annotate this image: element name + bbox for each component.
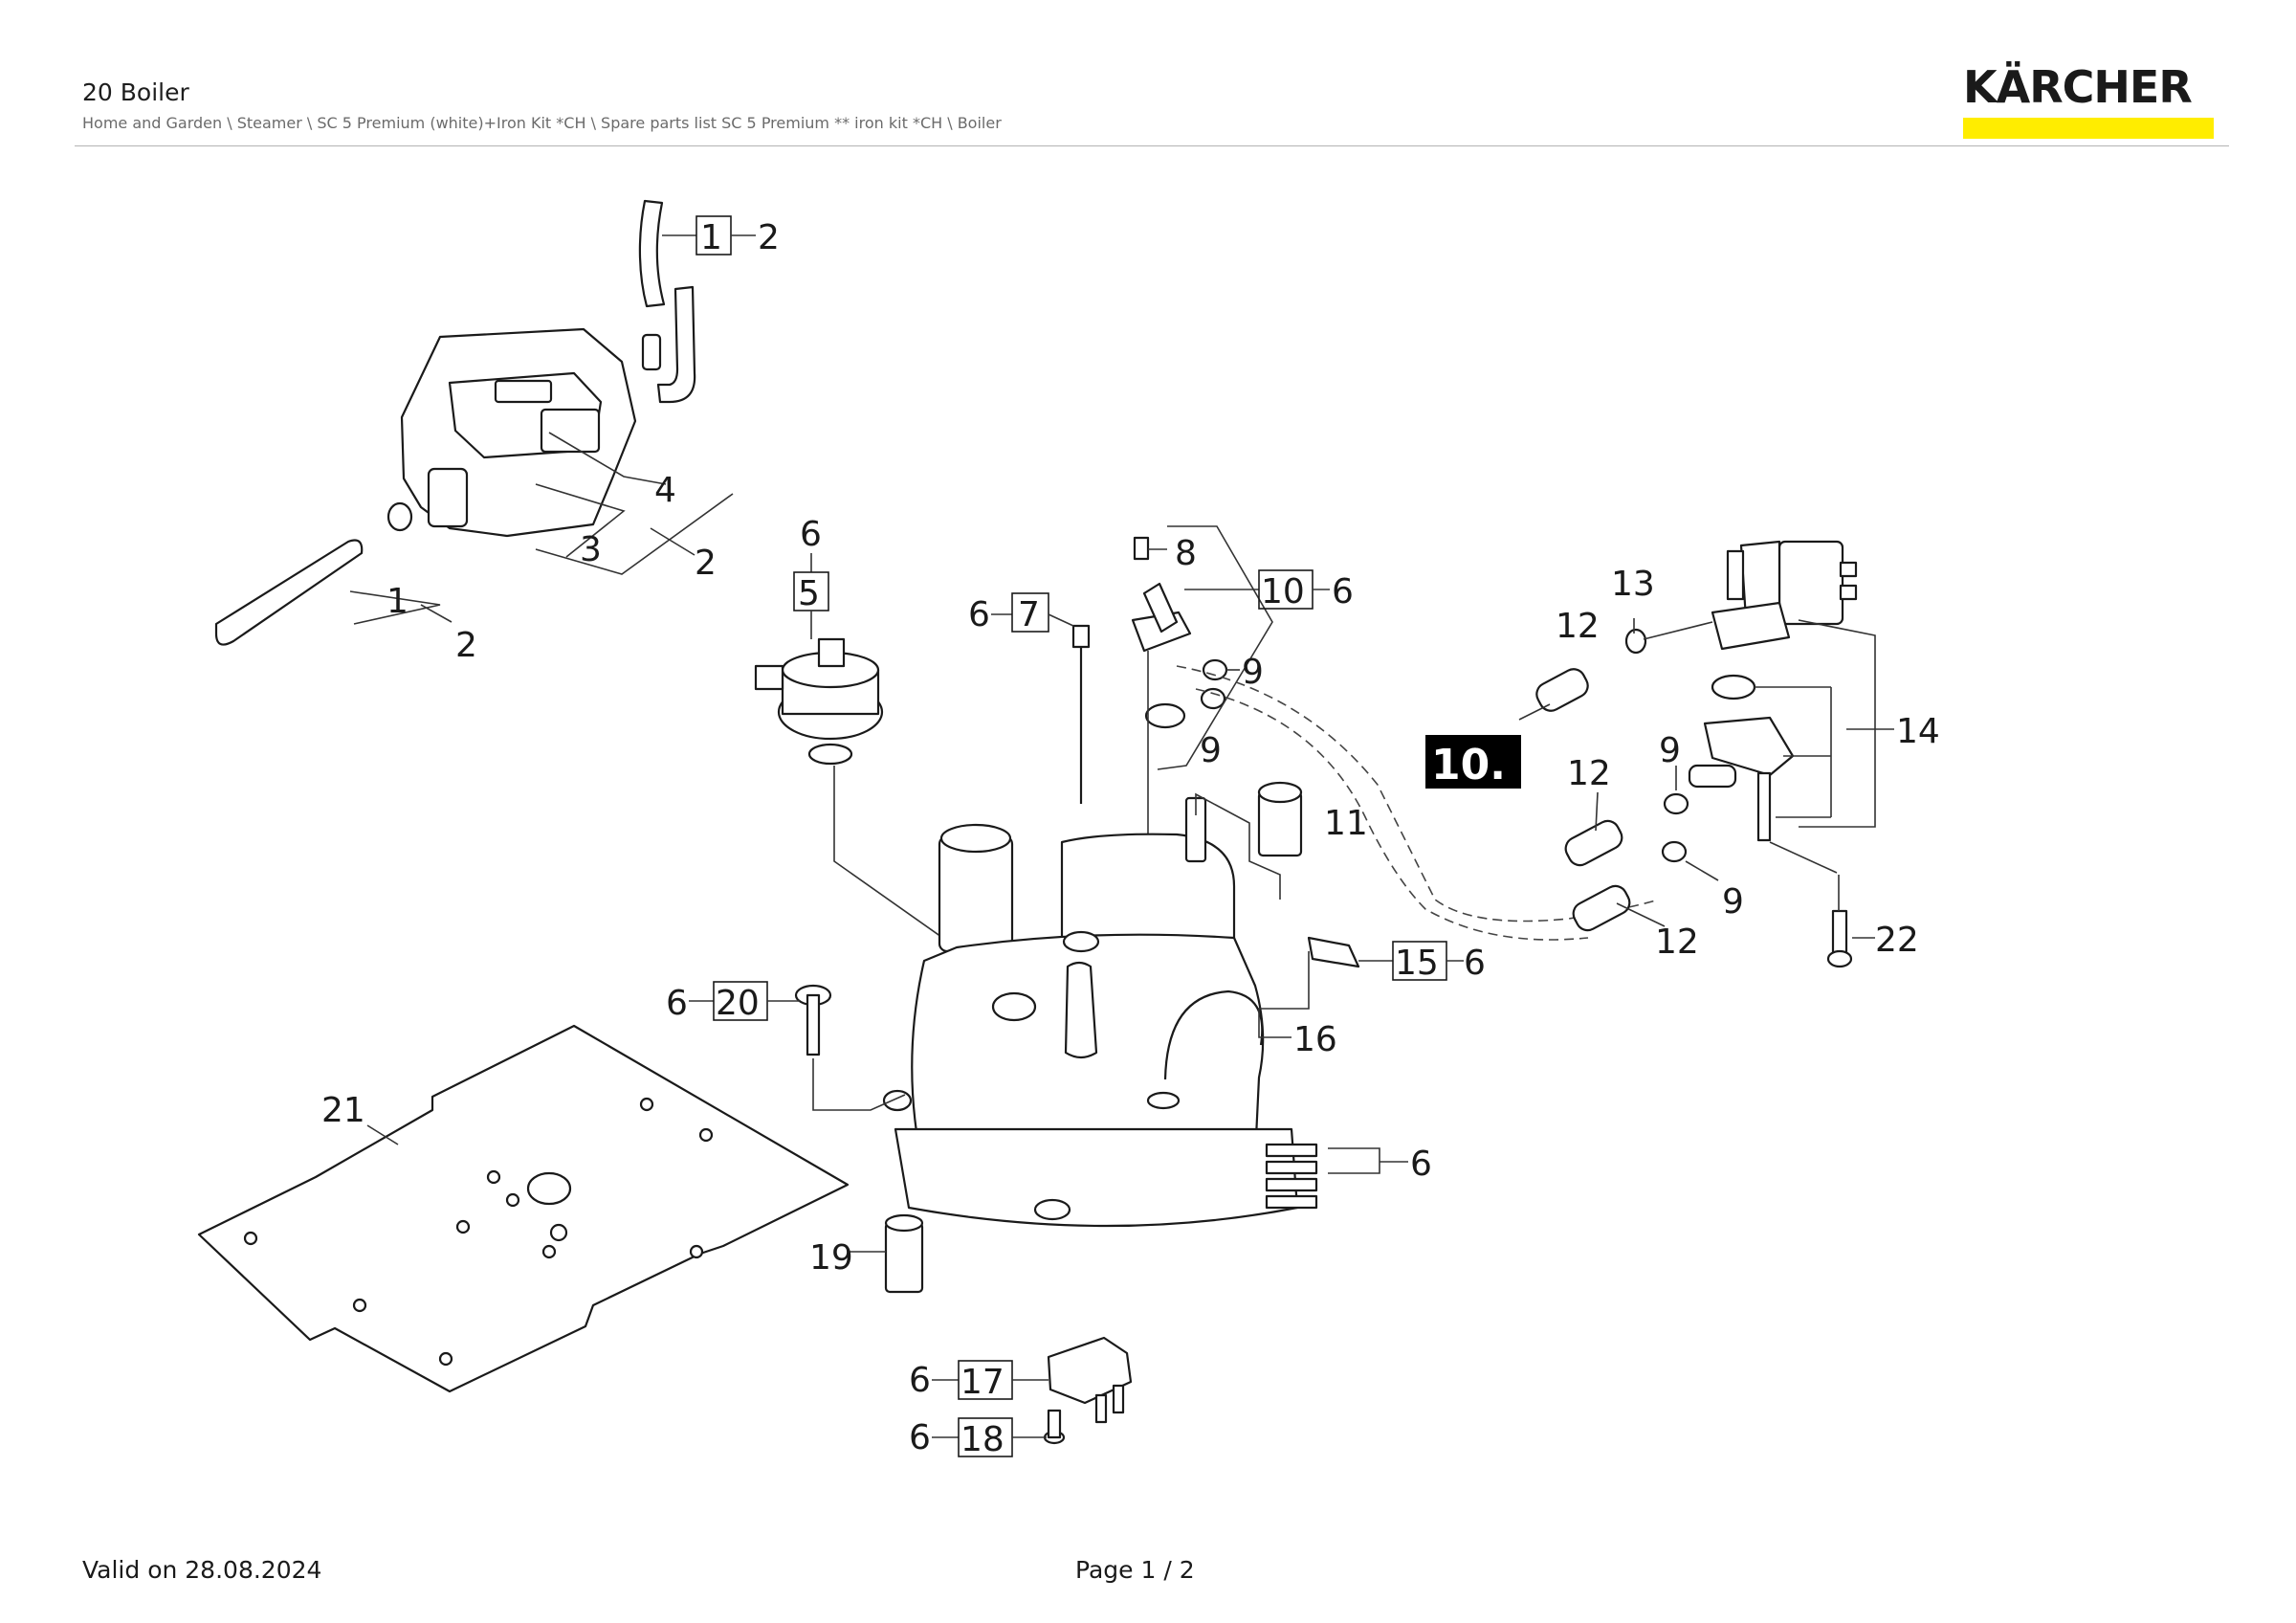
callout-6e: 6 [1410,1145,1432,1184]
badge-text: 10. [1431,741,1506,789]
callout-12a: 12 [1556,607,1600,646]
boiler [882,796,1318,1228]
callout-1b: 1 [386,582,408,621]
callout-2c: 2 [455,626,477,665]
callout-6d: 6 [1464,944,1486,983]
callout-15: 15 [1395,944,1439,983]
callout-17: 17 [960,1363,1004,1402]
pressure-switch [754,637,884,766]
callout-6h: 6 [909,1418,931,1457]
callout-19: 19 [809,1238,853,1278]
callout-8: 8 [1175,534,1197,573]
breadcrumb[interactable]: Home and Garden \ Steamer \ SC 5 Premium… [82,114,1002,132]
callout-9d: 9 [1722,882,1744,922]
logo-wordmark: KÄRCHER [1963,61,2193,113]
logo-yellow-bar [1963,118,2214,139]
page-number: Page 1 / 2 [1075,1556,1195,1584]
callout-2b: 2 [695,544,717,583]
callout-12b: 12 [1567,754,1611,793]
callout-14: 14 [1896,712,1940,751]
callout-6a: 6 [800,515,822,554]
valve-assembly [1131,536,1228,729]
callout-2a: 2 [758,218,780,257]
callout-21: 21 [321,1091,365,1130]
callout-4: 4 [654,471,676,510]
callout-5: 5 [798,574,820,613]
callout-6b: 6 [968,595,990,634]
valid-date: Valid on 28.08.2024 [82,1556,322,1584]
callout-1a: 1 [700,218,722,257]
header-divider [75,145,2229,146]
page-title: 20 Boiler [82,78,189,106]
callout-10: 10 [1261,572,1305,611]
callout-9c: 9 [1659,731,1681,770]
callout-18: 18 [960,1420,1004,1459]
callout-9a: 9 [1242,653,1264,692]
callout-11: 11 [1324,804,1368,843]
callout-12c: 12 [1655,923,1699,962]
callout-3: 3 [580,530,602,569]
callout-6c: 6 [1332,572,1354,611]
page-header: 20 Boiler Home and Garden \ Steamer \ SC… [82,78,1002,132]
callout-6g: 6 [909,1361,931,1400]
callout-16: 16 [1293,1020,1337,1059]
dashed-hose-route [1176,665,1660,923]
callout-20: 20 [716,984,760,1023]
karcher-logo: KÄRCHER [1963,65,2214,139]
pump-assembly [214,199,696,646]
solenoid-valve [1624,540,1858,863]
callout-6f: 6 [666,984,688,1023]
callout-22: 22 [1875,921,1919,960]
callout-7: 7 [1018,595,1040,634]
reference-badge [1425,735,1521,789]
callout-13: 13 [1611,565,1655,604]
base-plate [197,1024,850,1393]
callout-9b: 9 [1200,731,1222,770]
